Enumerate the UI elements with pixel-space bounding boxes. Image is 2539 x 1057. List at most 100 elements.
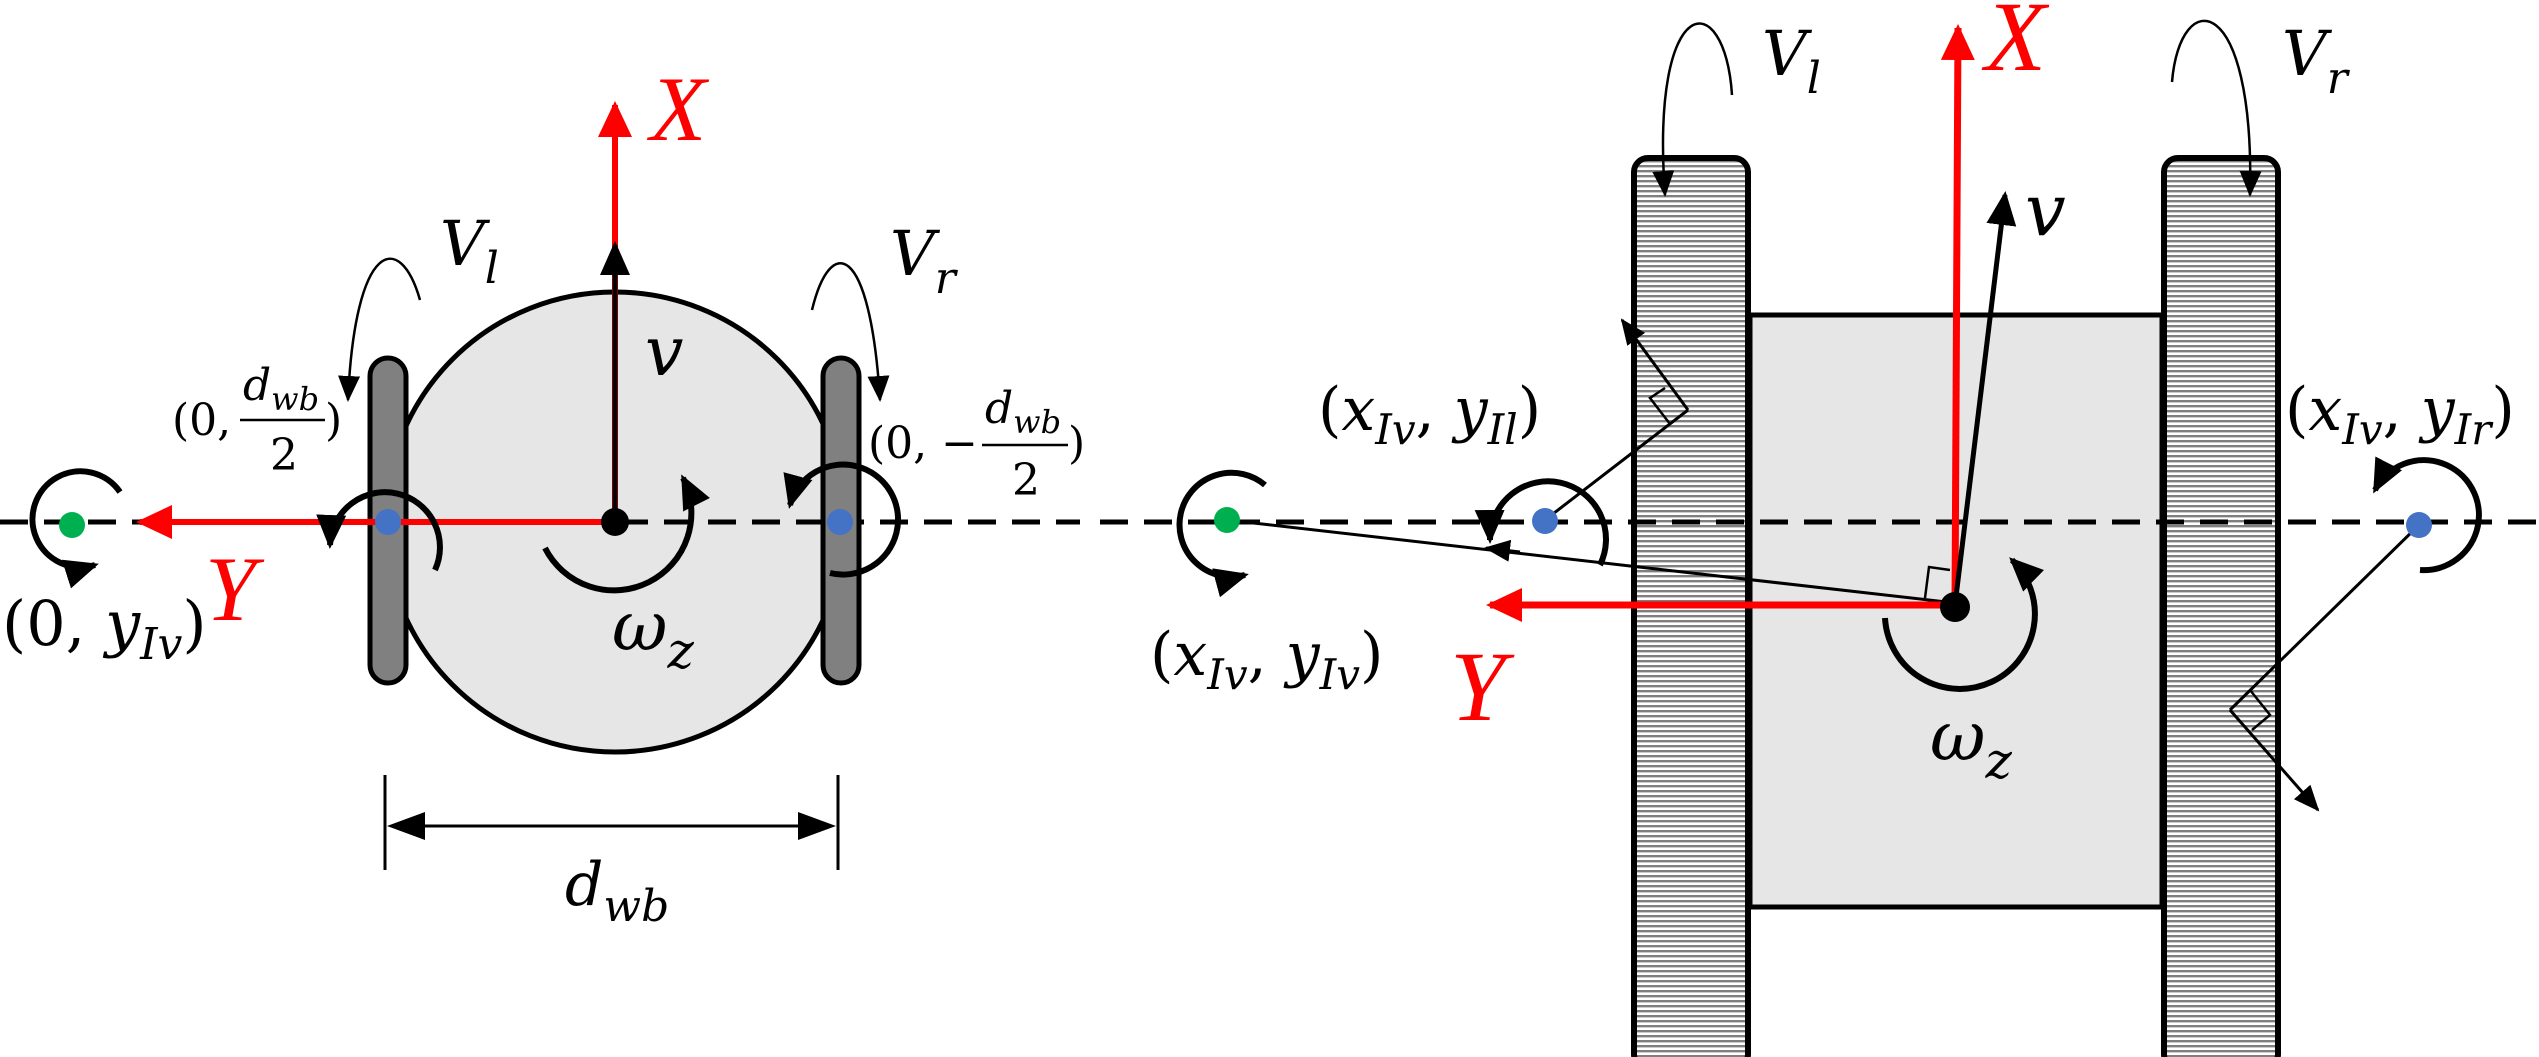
icr-point (59, 512, 85, 538)
omega-rotation-arrow (542, 474, 710, 594)
icr-y: y (1283, 620, 1321, 690)
right-wheel-speed-label: Vr (890, 217, 959, 304)
right-coord-num-var: d (985, 383, 1013, 434)
left-contact-radius-line (1544, 408, 1689, 522)
icr-x: x (1173, 620, 1207, 690)
right-icr-coordinate-label: (xIv, yIr) (2285, 375, 2515, 454)
right-coord-prefix: (0, − (868, 418, 978, 469)
right-angle-marker-center (1923, 565, 1951, 599)
y-axis-label: Y (205, 538, 265, 640)
right-track (2161, 155, 2281, 1057)
left-coord-prefix: (0, (172, 395, 231, 446)
icr-rotation-arrow-right (1176, 469, 1267, 598)
left-icr-coordinate-label: (xIv, yIl) (1318, 375, 1541, 454)
left-wheel-speed-label: Vl (440, 207, 499, 294)
left-wheel-rotation-arrow (316, 489, 443, 572)
icr-rotation-arrow (29, 468, 123, 589)
left-wheel-coordinate-label: (0, dwb 2 ) (172, 360, 342, 481)
x-axis-arrow-right (1940, 24, 1975, 606)
omega-subscript-right: z (1984, 732, 2012, 790)
right-panel: X Y v ωz Vl Vr (xIv, yIv) (xIv, yIl) (xI… (1100, 0, 2539, 1057)
left-coord-num-var: d (243, 360, 271, 411)
right-track-speed-arrow (2170, 19, 2262, 197)
vr-subscript-right: r (2327, 53, 2351, 104)
left-panel: X Y v ωz Vl Vr (0, dwb 2 ) (0, − dwb 2 )… (0, 58, 1085, 932)
licr-open: ( (1318, 375, 1341, 445)
vr-symbol: V (890, 217, 941, 290)
icr-coord-prefix: (0, (2, 587, 105, 660)
ricr-x-sub: Iv (2341, 405, 2383, 454)
licr-x-sub: Iv (1374, 405, 1416, 454)
ricr-close: ) (2491, 375, 2514, 445)
licr-x: x (1341, 375, 1375, 445)
velocity-label: v (645, 313, 683, 392)
right-angle-marker-right (2249, 689, 2272, 731)
licr-y: y (1451, 375, 1489, 445)
center-point (601, 508, 629, 536)
right-track-speed-label: Vr (2282, 17, 2351, 104)
icr-y-sub: Iv (1319, 650, 1361, 699)
icr-open: ( (1150, 620, 1173, 690)
right-wheel-coordinate-label: (0, − dwb 2 ) (868, 383, 1085, 506)
licr-y-sub: Il (1487, 405, 1518, 454)
omega-rotation-arrow-right (1882, 557, 2044, 692)
left-contact-point (1532, 508, 1558, 534)
omega-symbol: ω (612, 588, 667, 667)
x-axis-label-right: X (1981, 0, 2050, 92)
wheelbase-arrowhead-left (387, 812, 425, 840)
icr-to-center-line (1226, 518, 1956, 605)
vl-subscript-right: l (1807, 53, 1821, 104)
vl-subscript: l (485, 243, 499, 294)
right-coord-num-sub: wb (1013, 403, 1061, 441)
left-contact-direction-arrow (1484, 539, 1521, 562)
icr-coord-var: y (102, 587, 141, 660)
licr-close: ) (1518, 375, 1541, 445)
wheelbase-label: dwb (565, 850, 669, 932)
left-coord-suffix: ) (325, 395, 342, 446)
right-coord-denominator: 2 (1012, 455, 1040, 506)
ricr-y-sub: Ir (2454, 405, 2495, 454)
right-contact-point (2406, 512, 2432, 538)
wheelbase-arrowhead-right (798, 812, 836, 840)
left-contact-rotation-arrow (1474, 478, 1609, 567)
omega-label: ωz (612, 588, 694, 680)
icr-point-right (1214, 507, 1240, 533)
right-contact-radius-line (2228, 523, 2421, 712)
left-coord-num-sub: wb (271, 380, 319, 418)
icr-close: ) (1360, 620, 1383, 690)
right-coord-numerator: dwb (985, 383, 1061, 441)
ricr-y: y (2418, 375, 2456, 445)
right-contact-rotation-arrow (2372, 456, 2482, 574)
right-wheel-speed-arrow (810, 262, 890, 402)
left-contact-velocity-arrow (1620, 318, 1690, 411)
velocity-arrow-right (1952, 191, 2017, 606)
vl-symbol-right: V (1762, 17, 1813, 90)
x-axis-label: X (646, 58, 710, 160)
left-wheel-speed-arrow (338, 257, 422, 402)
right-coord-suffix: ) (1068, 418, 1085, 469)
wheelbase-sub: wb (603, 881, 669, 932)
right-wheel-rotation-arrow (783, 461, 902, 578)
icr-coord-suffix: ) (182, 587, 206, 660)
icr-coordinate-label: (0, yIv) (2, 587, 207, 670)
vr-symbol-right: V (2282, 17, 2333, 90)
ricr-sep: , (2383, 375, 2421, 445)
omega-subscript: z (666, 622, 694, 680)
velocity-label-right: v (2025, 168, 2066, 252)
icr-sep: , (1248, 620, 1286, 690)
right-wheel-contact-point (827, 509, 853, 535)
omega-symbol-right: ω (1930, 698, 1985, 777)
y-axis-label-right: Y (1450, 631, 1515, 742)
wheelbase-var: d (565, 850, 603, 920)
icr-coordinate-label-right: (xIv, yIv) (1150, 620, 1383, 699)
vr-subscript: r (935, 253, 959, 304)
center-point-right (1940, 592, 1970, 622)
vl-symbol: V (440, 207, 491, 280)
icr-coord-sub: Iv (139, 619, 182, 670)
ricr-x: x (2308, 375, 2342, 445)
licr-sep: , (1416, 375, 1454, 445)
left-track-speed-arrow (1652, 22, 1734, 197)
icr-x-sub: Iv (1206, 650, 1248, 699)
right-contact-velocity-arrow (2228, 709, 2320, 812)
